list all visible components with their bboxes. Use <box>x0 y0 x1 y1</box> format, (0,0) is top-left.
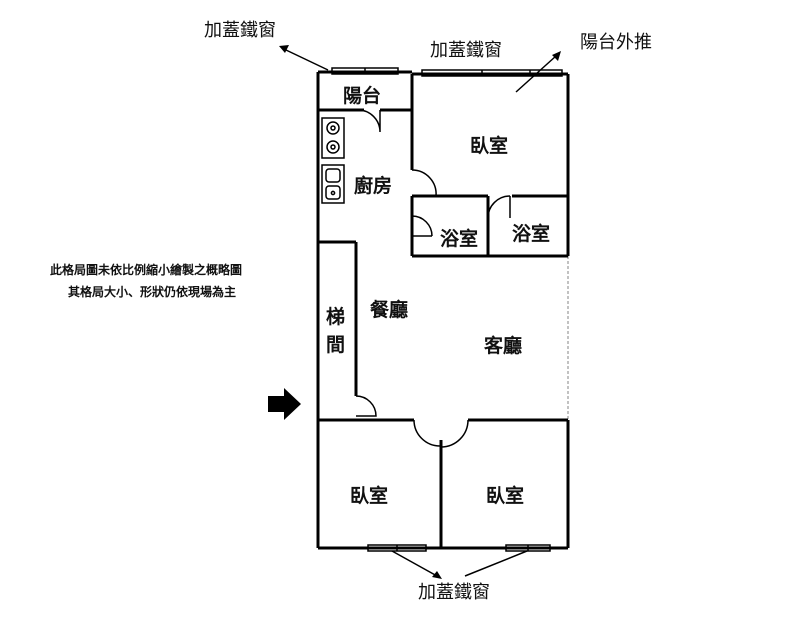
note-line-1: 此格局圖未依比例縮小繪製之概略圖 <box>50 262 242 277</box>
label-balcony-push-out: 陽台外推 <box>580 32 652 53</box>
door-bedroom-top <box>411 169 437 197</box>
room-bedroom-bottom-right: 臥室 <box>486 484 524 507</box>
annotation-arrows <box>279 45 561 579</box>
room-bedroom-bottom-left: 臥室 <box>350 484 388 507</box>
entrance-arrow-icon <box>268 388 301 420</box>
door-bedroom-bottom-right <box>440 419 469 448</box>
interior-walls <box>318 74 568 548</box>
outer-walls <box>316 70 570 550</box>
door-bedroom-bottom-left <box>413 419 441 447</box>
room-living: 客廳 <box>484 334 522 357</box>
room-bedroom-top: 臥室 <box>470 134 508 157</box>
room-stairs-1: 梯 <box>326 305 345 328</box>
label-iron-window-top-center: 加蓋鐵窗 <box>430 40 502 61</box>
door-swings <box>355 109 511 448</box>
room-balcony: 陽台 <box>343 84 381 107</box>
sink-icon <box>321 164 345 204</box>
label-iron-window-bottom: 加蓋鐵窗 <box>418 582 490 603</box>
note-line-2: 其格局大小、形狀仍依現場為主 <box>68 284 236 299</box>
label-iron-window-top-left: 加蓋鐵窗 <box>204 20 276 41</box>
room-bath-right: 浴室 <box>512 222 550 245</box>
door-bath-left <box>411 215 433 237</box>
windows <box>331 67 563 552</box>
room-stairs-2: 間 <box>326 334 345 356</box>
room-kitchen: 廚房 <box>354 174 392 197</box>
room-dining: 餐廳 <box>370 298 408 321</box>
door-bath-right <box>487 195 511 219</box>
door-stairs <box>355 395 377 417</box>
room-bath-left: 浴室 <box>440 227 478 250</box>
door-balcony <box>357 109 381 133</box>
stove-icon <box>321 117 345 159</box>
